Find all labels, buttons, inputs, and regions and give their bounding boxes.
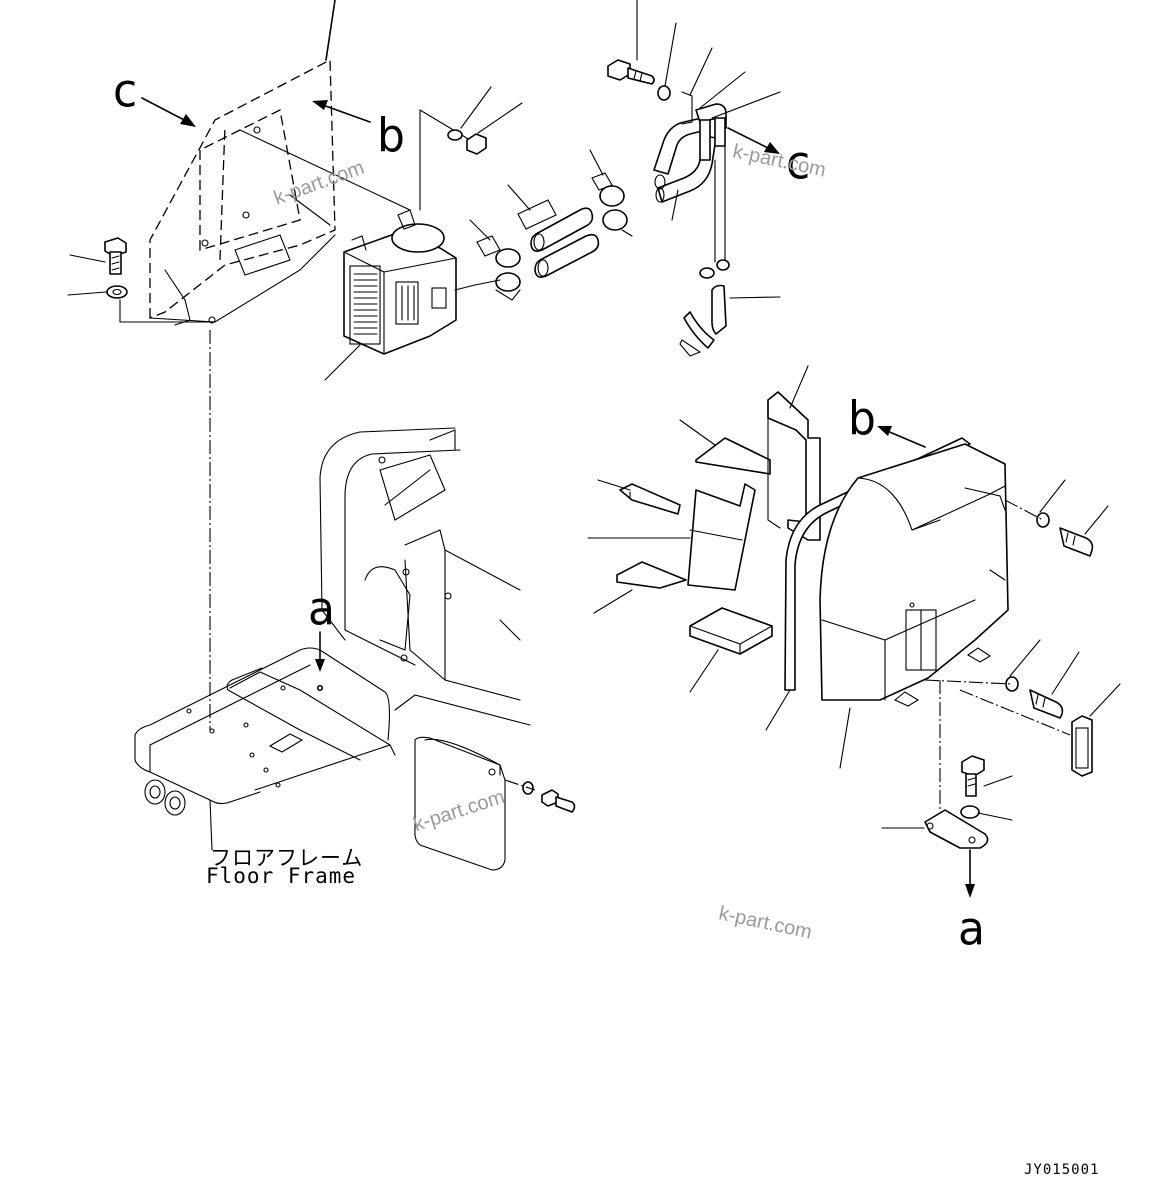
arrow-a-center [315, 631, 325, 692]
duct-cover [819, 443, 1009, 769]
floor-frame-label-en: Floor Frame [206, 864, 357, 888]
connector-line [239, 129, 411, 211]
hose-clip [679, 284, 781, 357]
arrow-b-right [877, 426, 926, 448]
seal-strip [765, 437, 971, 731]
label-c-left: c [113, 64, 138, 119]
pipe-assembly [653, 47, 781, 279]
arrow-c-right [727, 127, 780, 154]
label-b-right: b [848, 392, 876, 447]
label-a-center: a [308, 582, 335, 637]
bottom-bracket [881, 680, 1013, 898]
heater-nut-washer [447, 86, 523, 155]
arrow-b-top [312, 100, 371, 123]
label-a-bottom: a [958, 902, 985, 957]
right-bolt-upper [1004, 479, 1109, 557]
side-bracket-panel [149, 0, 336, 326]
grommet [959, 683, 1121, 777]
arrow-c-left [141, 97, 196, 127]
drawing-code: JY015001 [1024, 1162, 1100, 1178]
hose-clamps-right [589, 149, 633, 237]
floor-frame [134, 647, 396, 851]
heater-grille [349, 265, 381, 345]
heater-unit [324, 109, 471, 381]
right-bolt-lower [924, 639, 1080, 719]
top-bolt [607, 0, 677, 101]
hose-clamps-left [454, 219, 521, 301]
label-c-right: c [786, 136, 811, 191]
left-bolt [67, 237, 213, 323]
floor-frame-label-jp: フロアフレーム [210, 846, 364, 870]
cab-frame [319, 427, 531, 726]
lower-cover [414, 736, 576, 871]
foam-pieces [587, 419, 773, 693]
rubber-hoses [507, 184, 600, 278]
label-b-top: b [377, 109, 405, 164]
